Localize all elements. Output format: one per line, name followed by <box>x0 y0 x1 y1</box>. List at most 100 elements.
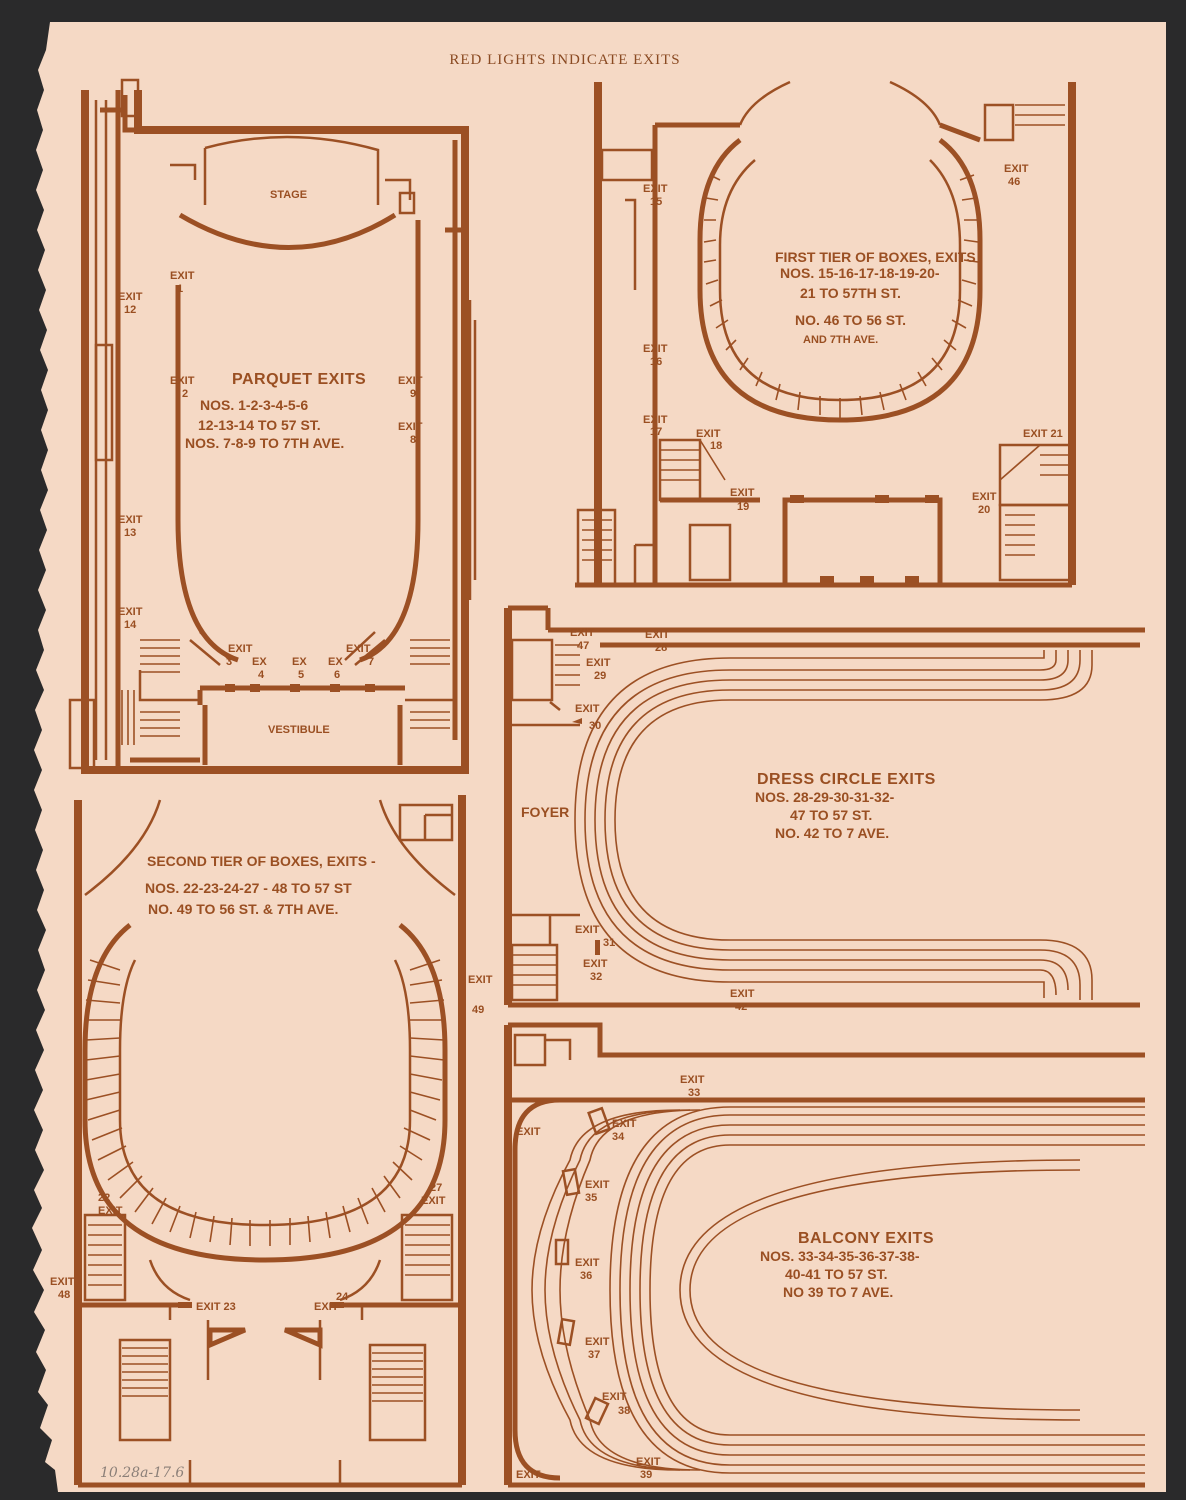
balcony-n37-label: 37 <box>588 1349 600 1361</box>
dress-circle-n47-label: 47 <box>577 640 589 652</box>
balcony-exit-word-label: EXIT <box>636 1456 661 1468</box>
parquet-ex-word-label: EX <box>252 656 267 668</box>
dress-circle-exit-word-label: EXIT <box>645 629 670 641</box>
first-tier-n18-label: 18 <box>710 440 722 452</box>
second-tier-line3-label: NO. 49 TO 56 ST. & 7TH AVE. <box>148 901 338 917</box>
second-tier-line2-label: NOS. 22-23-24-27 - 48 TO 57 ST <box>145 880 352 896</box>
balcony-line3-label: NO 39 TO 7 AVE. <box>783 1284 893 1300</box>
balcony-exit-word-label: EXIT <box>585 1336 610 1348</box>
balcony-n33-label: 33 <box>688 1087 700 1099</box>
parquet-line2-label: 12-13-14 TO 57 ST. <box>198 417 321 433</box>
balcony-exit-word-label: EXIT <box>585 1179 610 1191</box>
first-tier-line4-label: NO. 46 TO 56 ST. <box>795 312 906 328</box>
parquet-n13-label: 13 <box>124 527 136 539</box>
second-tier-plan: SECOND TIER OF BOXES, EXITS - NOS. 22-23… <box>50 795 493 1488</box>
second-tier-line1-label: SECOND TIER OF BOXES, EXITS - <box>147 853 376 869</box>
parquet-title-label: PARQUET EXITS <box>232 371 366 388</box>
balcony-exit-word-label: EXIT <box>575 1257 600 1269</box>
second-tier-n27-label: 27 <box>430 1182 442 1194</box>
parquet-n4-label: 4 <box>258 669 265 681</box>
balcony-exit-word-label: EXIT <box>602 1391 627 1403</box>
second-tier-n49-label: 49 <box>472 1004 484 1016</box>
first-tier-exit-word-label: EXIT <box>643 183 668 195</box>
first-tier-line2-label: NOS. 15-16-17-18-19-20- <box>780 265 940 281</box>
balcony-title-label: BALCONY EXITS <box>798 1230 934 1247</box>
parquet-vestibule-label: VESTIBULE <box>268 724 330 736</box>
parquet-stage-label: STAGE <box>270 189 307 201</box>
parquet-n1-label: 1 <box>177 283 183 295</box>
page-heading: RED LIGHTS INDICATE EXITS <box>449 52 680 68</box>
first-tier-exit-word-label: EXIT <box>1004 163 1029 175</box>
second-tier-n22-label: 22 <box>98 1192 110 1204</box>
balcony-exit-word-label: EXIT <box>612 1118 637 1130</box>
parquet-exit-word-label: EXIT <box>398 375 423 387</box>
dress-circle-plan: DRESS CIRCLE EXITS NOS. 28-29-30-31-32- … <box>504 605 1145 1013</box>
dress-circle-exit-word-label: EXIT <box>730 988 755 1000</box>
parquet-line1-label: NOS. 1-2-3-4-5-6 <box>200 397 308 413</box>
first-tier-n15-label: 15 <box>650 196 662 208</box>
first-tier-exit21-label: EXIT 21 <box>1023 428 1063 440</box>
first-tier-line1-label: FIRST TIER OF BOXES, EXITS <box>775 249 976 265</box>
first-tier-exit-word-label: EXIT <box>696 428 721 440</box>
balcony-plan: BALCONY EXITS NOS. 33-34-35-36-37-38- 40… <box>504 1022 1145 1488</box>
parquet-exit-word-label: EXIT <box>118 514 143 526</box>
parquet-n9-label: 9 <box>410 388 416 400</box>
first-tier-plan: FIRST TIER OF BOXES, EXITS NOS. 15-16-17… <box>575 80 1076 588</box>
first-tier-n20-label: 20 <box>978 504 990 516</box>
balcony-line1-label: NOS. 33-34-35-36-37-38- <box>760 1248 920 1264</box>
parquet-n12-label: 12 <box>124 304 136 316</box>
first-tier-exit-word-label: EXIT <box>643 414 668 426</box>
parquet-n14-label: 14 <box>124 619 137 631</box>
parquet-exit-word-label: EXIT <box>170 270 195 282</box>
dress-circle-exit-word-label: EXIT <box>586 657 611 669</box>
balcony-exit-word-label: EXIT <box>516 1469 541 1481</box>
parquet-exit-word-label: EXIT <box>228 643 253 655</box>
dress-circle-n30-label: 30 <box>589 720 601 732</box>
second-tier-n24-label: 24 <box>336 1291 349 1303</box>
dress-circle-exit-word-label: EXIT <box>570 627 595 639</box>
parquet-ex-word-label: EX <box>328 656 343 668</box>
second-tier-exit-word-label: EXIT <box>50 1276 75 1288</box>
second-tier-exit23-label: EXIT 23 <box>196 1301 236 1313</box>
parquet-exit-word-label: EXIT <box>118 606 143 618</box>
parquet-exit-word-label: EXIT <box>118 291 143 303</box>
parquet-exit-word-label: EXIT <box>170 375 195 387</box>
balcony-n38-label: 38 <box>618 1405 630 1417</box>
parquet-n6-label: 6 <box>334 669 340 681</box>
first-tier-n46-label: 46 <box>1008 176 1020 188</box>
dress-circle-line2-label: 47 TO 57 ST. <box>790 807 872 823</box>
parquet-ex-word-label: EX <box>292 656 307 668</box>
second-tier-exit-word-label: EXIT <box>98 1205 123 1217</box>
parquet-n8-label: 8 <box>410 434 416 446</box>
second-tier-exit-word-label: EXIT <box>314 1301 339 1313</box>
dress-circle-n31-label: 31 <box>603 937 615 949</box>
dress-circle-n32-label: 32 <box>590 971 602 983</box>
balcony-exit-word-label: EXIT <box>680 1074 705 1086</box>
first-tier-n16-label: 16 <box>650 356 662 368</box>
balcony-exit-word-label: EXIT <box>516 1126 541 1138</box>
first-tier-n19-label: 19 <box>737 501 749 513</box>
first-tier-line5-label: AND 7TH AVE. <box>803 334 878 346</box>
balcony-line2-label: 40-41 TO 57 ST. <box>785 1266 887 1282</box>
balcony-n34-label: 34 <box>612 1131 625 1143</box>
parquet-plan: STAGE VESTIBULE PARQUET EXITS NOS. 1-2-3… <box>68 78 477 774</box>
dress-circle-n42-label: 42 <box>735 1001 747 1013</box>
dress-circle-title-label: DRESS CIRCLE EXITS <box>757 771 936 788</box>
parquet-n3-label: 3 <box>226 656 232 668</box>
parquet-exit-word-label: EXIT <box>398 421 423 433</box>
parquet-n5-label: 5 <box>298 669 304 681</box>
dress-circle-exit-word-label: EXIT <box>583 958 608 970</box>
first-tier-exit-word-label: EXIT <box>730 487 755 499</box>
balcony-n35-label: 35 <box>585 1192 597 1204</box>
balcony-n36-label: 36 <box>580 1270 592 1282</box>
dress-circle-line1-label: NOS. 28-29-30-31-32- <box>755 789 895 805</box>
dress-circle-line3-label: NO. 42 TO 7 AVE. <box>775 825 889 841</box>
dress-circle-exit-word-label: EXIT <box>575 703 600 715</box>
first-tier-line3-label: 21 TO 57TH ST. <box>800 285 901 301</box>
dress-circle-foyer-label: FOYER <box>521 804 569 820</box>
dress-circle-n28-label: 28 <box>655 642 667 654</box>
second-tier-exit-word-label: EXIT <box>468 974 493 986</box>
first-tier-n17-label: 17 <box>650 426 662 438</box>
dress-circle-exit-word-label: EXIT <box>575 924 600 936</box>
